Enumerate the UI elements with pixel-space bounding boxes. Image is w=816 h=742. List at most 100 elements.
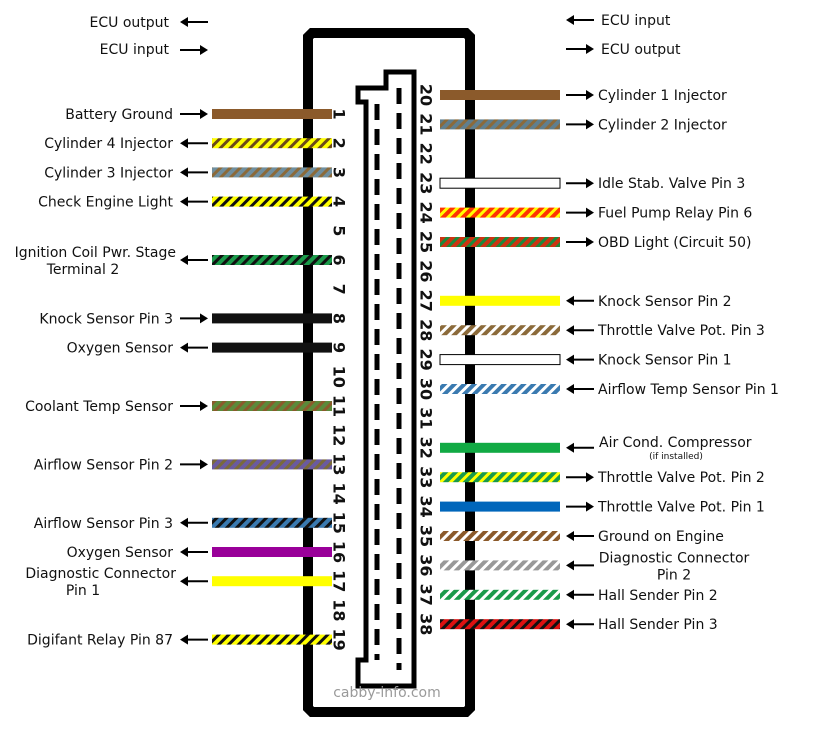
wire-label: Knock Sensor Pin 3 <box>39 311 173 327</box>
arrow-left-icon <box>566 589 594 600</box>
wire-label: Check Engine Light <box>38 195 173 211</box>
right-wire-pin-24: Fuel Pump Relay Pin 6 <box>440 206 752 222</box>
pin-number: 24 <box>417 201 436 223</box>
pin-number: 4 <box>330 196 349 207</box>
left-wire-pin-2: Cylinder 4 Injector <box>44 136 332 152</box>
right-wire-pin-35: Ground on Engine <box>440 529 724 545</box>
wire-label: Knock Sensor Pin 2 <box>598 294 732 310</box>
wire-label-note: (if installed) <box>649 452 703 462</box>
left-wire-pin-11: Coolant Temp Sensor <box>25 399 332 415</box>
wire-label: Airflow Temp Sensor Pin 1 <box>598 382 779 398</box>
wire <box>439 177 561 189</box>
arrow-right-icon <box>566 90 594 100</box>
wire <box>440 119 560 130</box>
right-wire-pin-38: Hall Sender Pin 3 <box>440 617 718 633</box>
watermark: cabby-info.com <box>333 685 441 701</box>
arrow-right-icon <box>566 178 594 189</box>
pin-number: 30 <box>417 378 436 400</box>
wire-label: Ignition Coil Pwr. Stage <box>15 245 176 261</box>
left-wire-pin-19: Digifant Relay Pin 87 <box>27 633 332 649</box>
wire-label: Fuel Pump Relay Pin 6 <box>598 206 752 222</box>
wire-label: Cylinder 1 Injector <box>598 88 727 104</box>
wire <box>212 342 332 353</box>
arrow-left-icon <box>180 196 208 207</box>
pin-number: 34 <box>417 495 436 517</box>
pin-number: 38 <box>417 613 436 635</box>
ecu-connector: cabby-info.com <box>303 28 475 717</box>
wire <box>440 384 560 394</box>
wire <box>212 634 332 645</box>
wire <box>212 517 332 528</box>
wire <box>440 207 560 218</box>
wire-label: Diagnostic Connector <box>599 550 750 566</box>
right-wire-pin-23: Idle Stab. Valve Pin 3 <box>439 176 745 192</box>
arrow-right-icon <box>180 401 208 411</box>
legend-right-output: ECU output <box>601 42 681 58</box>
wire <box>440 237 560 247</box>
wire <box>212 255 332 265</box>
wire <box>440 295 560 306</box>
wire-label: Knock Sensor Pin 1 <box>598 353 732 369</box>
wire-label-line2: Pin 2 <box>657 567 691 583</box>
pin-number: 5 <box>330 225 349 236</box>
arrow-right-icon <box>566 207 594 218</box>
left-wire-pin-4: Check Engine Light <box>38 195 332 211</box>
pin-number: 31 <box>417 407 436 429</box>
arrow-left-icon <box>180 342 208 353</box>
arrow-right-icon <box>566 501 594 512</box>
pin-number: 6 <box>330 254 349 265</box>
wire-label: Oxygen Sensor <box>67 545 174 561</box>
right-wire-pin-32: Air Cond. Compressor(if installed) <box>440 435 752 462</box>
arrow-right-icon <box>180 109 208 119</box>
pin-number: 7 <box>330 284 349 295</box>
legend-left-input: ECU input <box>100 42 170 58</box>
pin-number: 8 <box>330 313 349 324</box>
wire-label: OBD Light (Circuit 50) <box>598 235 752 251</box>
arrow-left-icon <box>180 547 208 557</box>
pin-number: 12 <box>330 424 349 446</box>
wire <box>439 354 561 366</box>
arrow-right-icon <box>180 459 208 470</box>
pin-number: 29 <box>417 348 436 370</box>
right-wire-pin-30: Airflow Temp Sensor Pin 1 <box>440 382 779 398</box>
wire-label: Airflow Sensor Pin 3 <box>34 516 173 532</box>
arrow-left-icon <box>566 560 594 571</box>
pin-number: 18 <box>330 599 349 621</box>
wire-label: Airflow Sensor Pin 2 <box>34 457 173 473</box>
pin-number: 28 <box>417 319 436 341</box>
pin-number: 19 <box>330 628 349 650</box>
pin-number: 32 <box>417 437 436 459</box>
right-wire-pin-28: Throttle Valve Pot. Pin 3 <box>440 323 765 339</box>
legend-left-output-arrow-icon <box>180 17 208 27</box>
wire <box>440 619 560 630</box>
wire <box>212 547 332 557</box>
wire-label-line2: Pin 1 <box>66 583 100 599</box>
pin-number: 36 <box>417 554 436 576</box>
left-wire-pin-9: Oxygen Sensor <box>67 341 332 357</box>
pin-number: 20 <box>417 84 436 106</box>
wire-label: Oxygen Sensor <box>67 341 174 357</box>
left-wire-pin-15: Airflow Sensor Pin 3 <box>34 516 332 532</box>
pin-number: 25 <box>417 231 436 253</box>
wire-label: Throttle Valve Pot. Pin 1 <box>597 500 765 516</box>
pin-number: 17 <box>330 570 349 592</box>
connector-key-outline <box>355 69 417 689</box>
arrow-right-icon <box>566 119 594 130</box>
arrow-left-icon <box>180 517 208 528</box>
pin-number: 23 <box>417 172 436 194</box>
arrow-right-icon <box>566 237 594 247</box>
wire-label: Throttle Valve Pot. Pin 3 <box>597 323 765 339</box>
arrow-right-icon <box>180 313 208 324</box>
wire <box>440 472 560 483</box>
wire <box>440 325 560 336</box>
pin-number: 35 <box>417 525 436 547</box>
pin-number: 14 <box>330 482 349 504</box>
pin-number: 37 <box>417 584 436 606</box>
wire-label: Air Cond. Compressor <box>599 435 752 451</box>
wire <box>440 531 560 541</box>
pin-number: 9 <box>330 342 349 353</box>
arrow-left-icon <box>566 619 594 630</box>
